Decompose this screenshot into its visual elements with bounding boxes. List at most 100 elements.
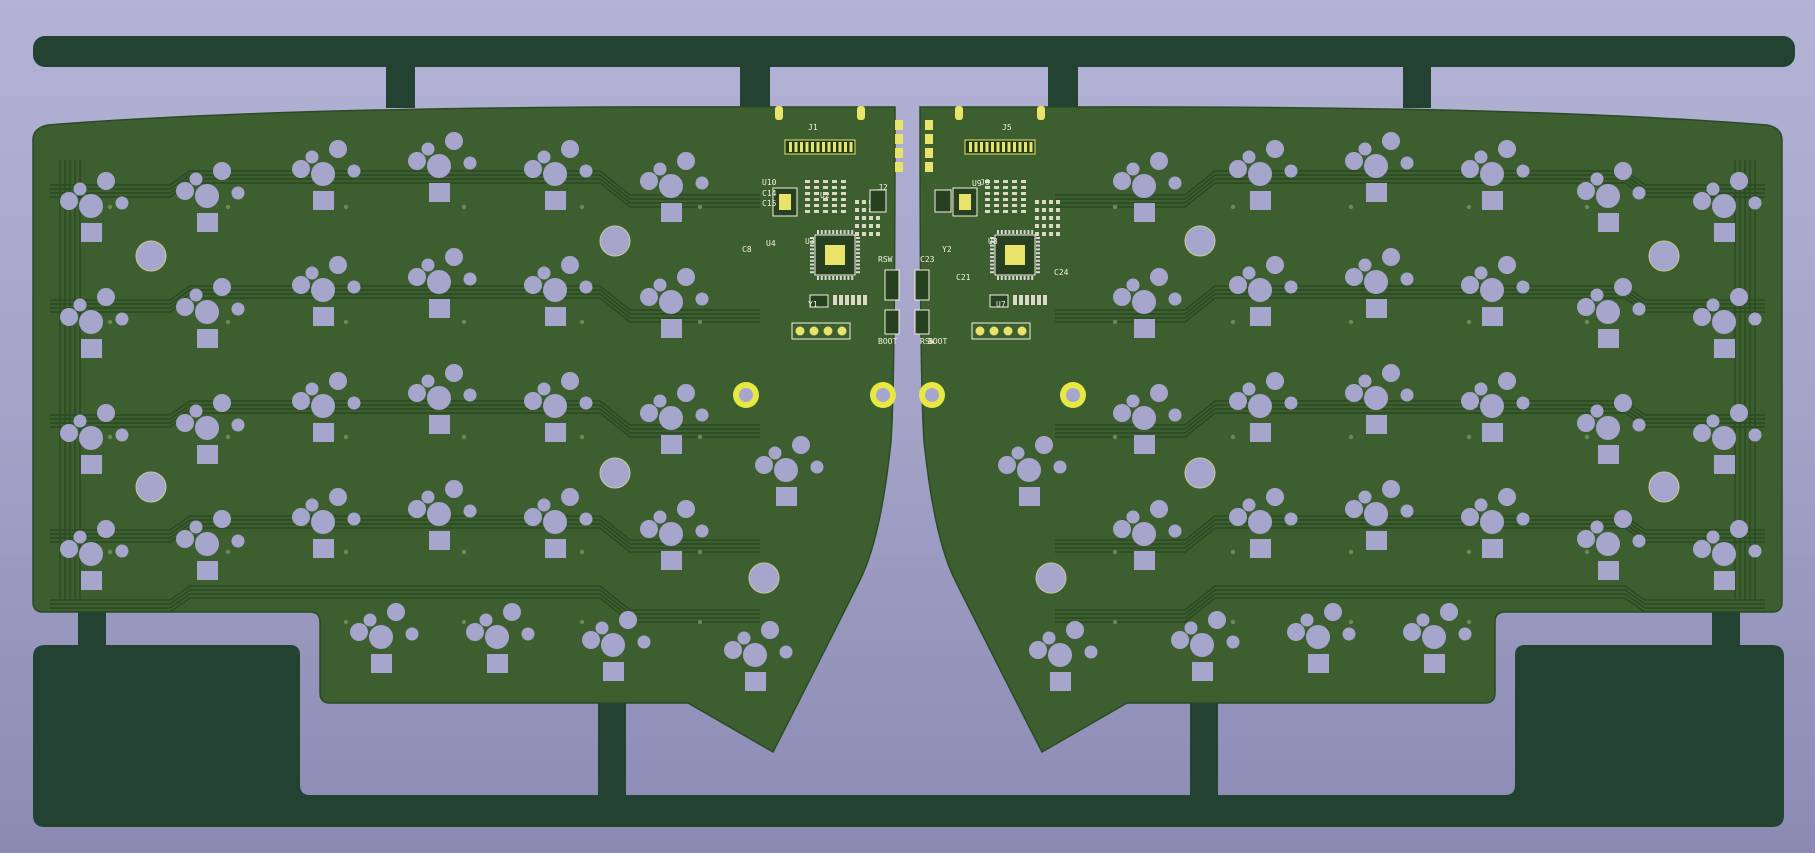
via	[225, 619, 231, 625]
left-key-footprints	[60, 132, 824, 691]
via	[1348, 434, 1354, 440]
switch-side-hole	[1345, 500, 1363, 518]
diode-pad	[1598, 561, 1619, 580]
switch-side-hole	[176, 530, 194, 548]
right-traces	[1055, 160, 1765, 625]
switch-pin-hole	[1358, 258, 1372, 272]
switch-pin-hole	[1126, 162, 1140, 176]
switch-pin-hole	[115, 312, 129, 326]
switch-center-hole	[311, 510, 335, 534]
passive-pad	[857, 295, 861, 305]
switch-center-hole	[659, 174, 683, 198]
switch-pin-hole	[421, 374, 435, 388]
mcu-pin	[1016, 230, 1018, 234]
key-switch-footprint	[1345, 132, 1414, 202]
passive-pad	[1021, 186, 1026, 189]
switch-pin-hole	[1632, 418, 1646, 432]
copper-trace	[1055, 519, 1765, 545]
passive-pad	[862, 224, 866, 228]
mcu-pin	[839, 230, 842, 234]
switch-center-hole	[1480, 394, 1504, 418]
key-switch-footprint	[524, 256, 593, 326]
switch-pin-hole	[73, 530, 87, 544]
key-switch-footprint	[1403, 603, 1472, 673]
switch-top-hole	[1066, 621, 1084, 639]
mcu-pin	[1023, 230, 1026, 234]
mcu-pin	[847, 230, 850, 234]
switch-top-hole	[1730, 520, 1748, 538]
regulator	[869, 189, 887, 213]
passive-pad	[805, 186, 810, 189]
switch-pin-hole	[347, 164, 361, 178]
switch-pin-hole	[1242, 150, 1256, 164]
usb-shield-pad	[955, 106, 963, 120]
diode-pad	[1424, 654, 1445, 673]
switch-center-hole	[427, 386, 451, 410]
mcu-pin	[1036, 259, 1040, 262]
switch-top-hole	[1440, 603, 1458, 621]
passive-pad	[1056, 208, 1060, 212]
diode-pad	[1250, 539, 1271, 558]
switch-top-hole	[1150, 268, 1168, 286]
switch-side-hole	[1461, 392, 1479, 410]
switch-pin-hole	[1748, 312, 1762, 326]
switch-side-hole	[1029, 641, 1047, 659]
copper-trace	[50, 523, 760, 549]
pin-header-outline	[971, 322, 1031, 340]
passive-pad	[1012, 186, 1017, 189]
switch-pin-hole	[537, 266, 551, 280]
switch-side-hole	[1693, 540, 1711, 558]
passive-pad	[855, 208, 859, 212]
diode-pad	[661, 435, 682, 454]
switch-pin-hole	[695, 408, 709, 422]
passive-pad	[841, 210, 846, 213]
switch-center-hole	[485, 625, 509, 649]
via	[697, 434, 703, 440]
switch-top-hole	[445, 248, 463, 266]
smd-pad	[925, 148, 933, 158]
boot-switch	[914, 309, 930, 335]
mcu-pin	[828, 276, 831, 280]
switch-pin-hole	[189, 288, 203, 302]
switch-pin-hole	[115, 428, 129, 442]
pin-header-pad	[823, 326, 833, 336]
switch-side-hole	[408, 268, 426, 286]
standoff-hole	[1648, 471, 1680, 503]
switch-center-hole	[659, 406, 683, 430]
via	[461, 619, 467, 625]
switch-center-hole	[1596, 184, 1620, 208]
mount-hole	[876, 388, 890, 402]
mount-hole	[1066, 388, 1080, 402]
switch-top-hole	[1498, 140, 1516, 158]
switch-pin-hole	[189, 404, 203, 418]
passive-pad	[1042, 200, 1046, 204]
passive-pad	[805, 192, 810, 195]
diode-pad	[313, 423, 334, 442]
copper-trace	[50, 585, 760, 611]
switch-pin-hole	[115, 196, 129, 210]
switch-pin-hole	[347, 396, 361, 410]
left-traces	[50, 160, 760, 625]
switch-pin-hole	[231, 302, 245, 316]
usb-pin	[1007, 142, 1011, 152]
key-switch-footprint	[582, 611, 651, 681]
key-switch-footprint	[1229, 488, 1298, 558]
diode-pad	[197, 445, 218, 464]
via	[343, 619, 349, 625]
switch-pin-hole	[421, 258, 435, 272]
passive-pad	[1042, 216, 1046, 220]
key-switch-footprint	[1113, 268, 1182, 338]
via	[225, 204, 231, 210]
passive-pad	[823, 204, 828, 207]
smd-pad	[925, 120, 933, 130]
switch-top-hole	[677, 152, 695, 170]
smd-pad	[895, 162, 903, 172]
switch-pin-hole	[1400, 156, 1414, 170]
via	[1348, 319, 1354, 325]
diode-pad	[313, 539, 334, 558]
copper-trace	[1055, 404, 1765, 430]
diode-pad	[1482, 191, 1503, 210]
switch-center-hole	[195, 300, 219, 324]
via	[1584, 549, 1590, 555]
switch-top-hole	[97, 172, 115, 190]
